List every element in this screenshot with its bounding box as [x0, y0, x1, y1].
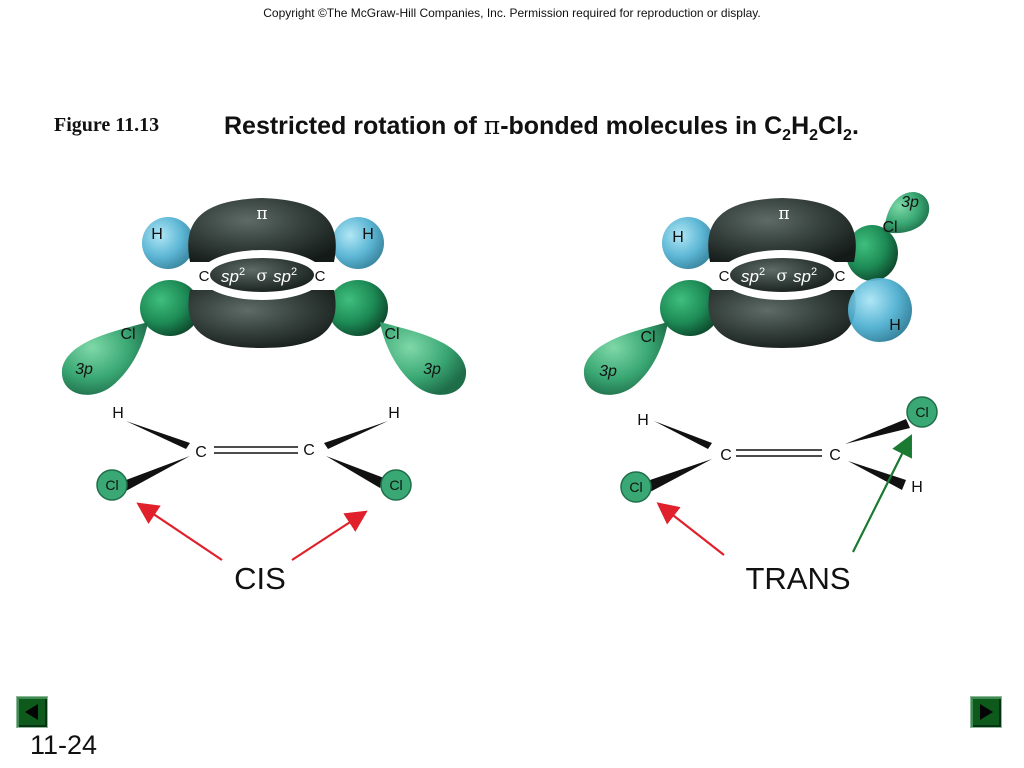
copyright-notice: Copyright ©The McGraw-Hill Companies, In…	[263, 6, 761, 20]
triangle-left-icon	[25, 704, 38, 720]
cis-carbon-left-label: C	[199, 268, 210, 285]
cis-wedge-h-right	[324, 421, 388, 449]
trans-carbon-right-label: C	[835, 268, 846, 285]
cis-wedge-h-left	[126, 421, 190, 449]
figure-title: Restricted rotation of π-bonded molecule…	[224, 111, 859, 144]
cis-caption: CIS	[234, 561, 286, 596]
cis-formula-cl-left: Cl	[105, 477, 118, 493]
cis-hydrogen-left-orbital	[142, 217, 194, 269]
trans-orbital-model	[583, 192, 930, 395]
cis-structural-formula	[96, 421, 412, 501]
slide-number: 11-24	[30, 730, 98, 760]
cis-pi-top-lobe	[188, 198, 336, 262]
trans-chlorine-left-atom	[620, 471, 652, 503]
trans-structural-formula	[620, 396, 938, 503]
cis-chlorine-left-3p-lobe	[61, 322, 149, 395]
trans-pi-bottom-lobe	[708, 290, 856, 348]
cis-chlorine-left-bond-lobe	[140, 280, 200, 336]
cis-sp2-left-label: sp2	[221, 266, 245, 286]
cis-chlorine-right-atom	[380, 469, 412, 501]
cis-sigma-bond	[210, 258, 314, 292]
cis-arrow-right	[291, 510, 368, 561]
cis-pi-label: π	[256, 204, 267, 224]
trans-3p-right-label: 3p	[901, 194, 919, 211]
cis-chlorine-right-3p-lobe	[380, 322, 467, 395]
trans-3p-left-label: 3p	[599, 363, 617, 380]
cis-hydrogen-right-orbital	[332, 217, 384, 269]
trans-h-right-label: H	[889, 317, 901, 334]
cis-chlorine-left-atom	[96, 469, 128, 501]
trans-formula-cl-right: Cl	[915, 404, 928, 420]
cis-cl-left-label: Cl	[120, 326, 135, 343]
trans-sigma-label: σ	[777, 266, 788, 285]
cis-carbon-right-label: C	[315, 268, 326, 285]
trans-hydrogen-right-orbital	[848, 278, 912, 342]
cis-chlorine-right-bond-lobe	[328, 280, 388, 336]
cis-orbital-model	[61, 198, 467, 395]
next-slide-button[interactable]	[970, 696, 1002, 728]
trans-chlorine-right-atom	[906, 396, 938, 428]
trans-cl-right-label: Cl	[882, 219, 897, 236]
trans-chlorine-left-bond-lobe	[660, 280, 720, 336]
trans-sp2-left-label: sp2	[741, 266, 765, 286]
trans-chlorine-right-3p-lobe	[884, 192, 930, 234]
triangle-right-icon	[980, 704, 993, 720]
cis-cl-right-label: Cl	[384, 326, 399, 343]
cis-arrow-left	[136, 502, 223, 561]
trans-formula-c-right: C	[829, 447, 841, 464]
trans-sp2-right-label: sp2	[793, 266, 817, 286]
cis-wedge-cl-left	[118, 456, 190, 492]
cis-pi-bottom-lobe	[188, 290, 336, 348]
cis-sp2-right-label: sp2	[273, 266, 297, 286]
trans-chlorine-left-3p-lobe	[583, 322, 668, 395]
trans-formula-cl-left: Cl	[629, 479, 642, 495]
cis-3p-left-label: 3p	[75, 361, 93, 378]
trans-arrow-right	[852, 434, 912, 553]
trans-carbon-left-label: C	[719, 268, 730, 285]
cis-h-left-label: H	[151, 226, 163, 243]
trans-chlorine-right-bond-lobe	[846, 225, 898, 281]
cis-formula-c-right: C	[303, 442, 315, 459]
figure-label: Figure 11.13	[54, 114, 160, 136]
trans-formula-c-left: C	[720, 447, 732, 464]
cis-wedge-cl-right	[326, 456, 384, 488]
trans-formula-h-left: H	[637, 412, 649, 429]
trans-caption: TRANS	[745, 561, 850, 596]
trans-wedge-h-right	[848, 461, 906, 490]
trans-sigma-bond	[730, 258, 834, 292]
cis-formula-c-left: C	[195, 444, 207, 461]
trans-pi-top-lobe	[708, 198, 856, 262]
previous-slide-button[interactable]	[16, 696, 48, 728]
cis-sigma-label: σ	[257, 266, 268, 285]
cis-h-right-label: H	[362, 226, 374, 243]
cis-formula-h-right: H	[388, 405, 400, 422]
cis-3p-right-label: 3p	[423, 361, 441, 378]
trans-pi-label: π	[778, 204, 789, 224]
trans-wedge-cl-right	[845, 419, 910, 444]
trans-h-left-label: H	[672, 229, 684, 246]
cis-formula-h-left: H	[112, 405, 124, 422]
trans-wedge-h-left	[654, 421, 712, 449]
trans-formula-h-right: H	[911, 479, 923, 496]
trans-cl-left-label: Cl	[640, 329, 655, 346]
cis-formula-cl-right: Cl	[389, 477, 402, 493]
trans-arrow-left	[656, 502, 725, 556]
trans-hydrogen-left-orbital	[662, 217, 714, 269]
trans-wedge-cl-left	[644, 459, 712, 492]
